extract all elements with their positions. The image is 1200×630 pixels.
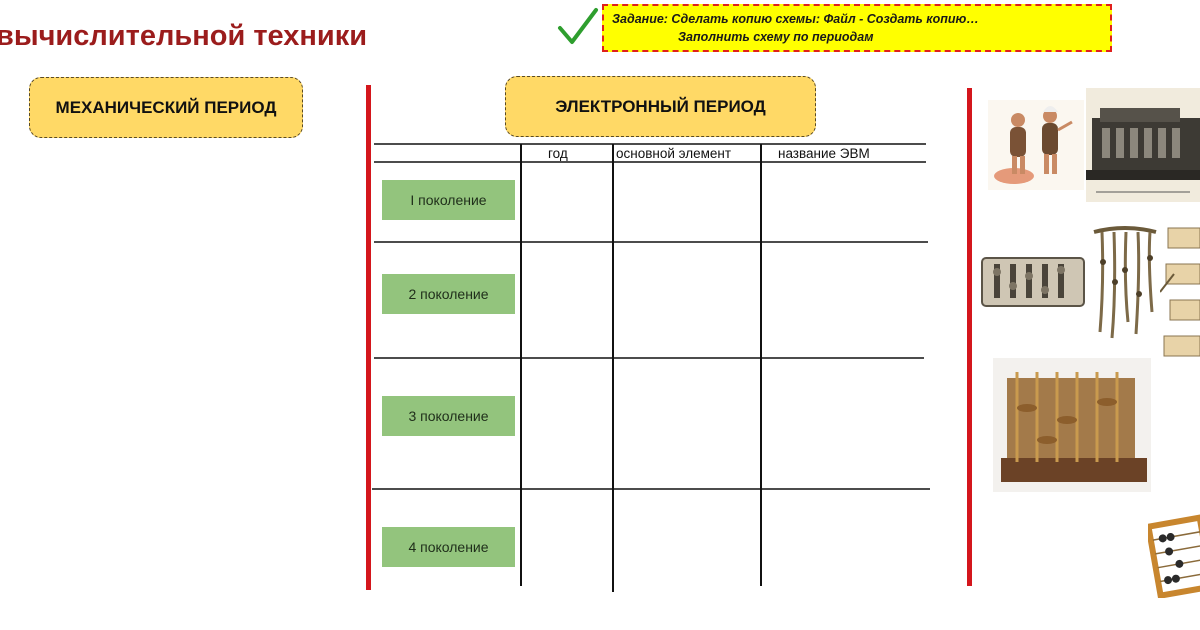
generation-1-box[interactable]: I поколение	[382, 180, 515, 220]
counting-board-image[interactable]	[980, 250, 1086, 312]
checkmark-icon	[558, 8, 598, 44]
difference-engine-image[interactable]	[993, 358, 1151, 492]
generation-4-box[interactable]: 4 поколение	[382, 527, 515, 567]
column-header-computer-name: название ЭВМ	[778, 146, 870, 161]
column-header-element: основной элемент	[616, 146, 732, 161]
page-title: вычислительной техники	[0, 20, 368, 52]
abacus-image[interactable]	[1148, 514, 1200, 598]
task-line-1: Задание: Сделать копию схемы: Файл - Соз…	[612, 12, 979, 26]
electronic-period-box[interactable]: ЭЛЕКТРОННЫЙ ПЕРИОД	[505, 76, 816, 137]
right-divider	[967, 88, 972, 586]
cavemen-counting-image[interactable]	[988, 100, 1084, 190]
knotted-cords-image[interactable]	[1090, 222, 1160, 344]
generation-3-box[interactable]: 3 поколение	[382, 396, 515, 436]
left-divider	[366, 85, 371, 590]
task-line-2: Заполнить схему по периодам	[678, 30, 874, 44]
arithmometer-engraving-image[interactable]	[1086, 88, 1200, 202]
task-box: Задание: Сделать копию схемы: Файл - Соз…	[602, 4, 1112, 52]
column-header-year: год	[548, 146, 568, 161]
notched-sticks-image[interactable]	[1160, 222, 1200, 364]
generation-2-box[interactable]: 2 поколение	[382, 274, 515, 314]
mechanical-period-box[interactable]: МЕХАНИЧЕСКИЙ ПЕРИОД	[29, 77, 303, 138]
